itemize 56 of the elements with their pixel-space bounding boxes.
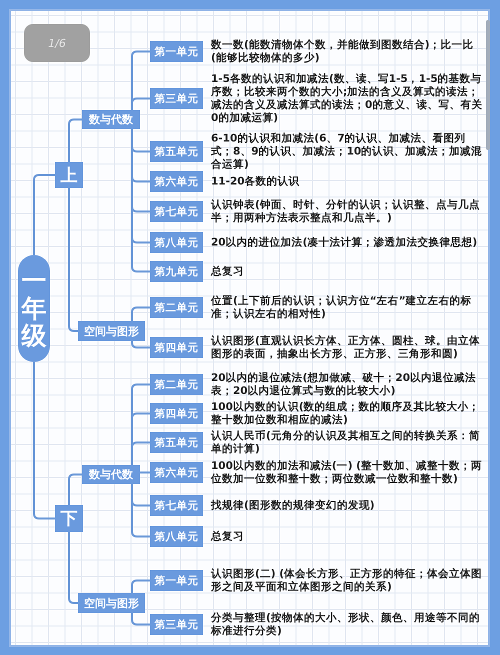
unit-box: 第四单元 — [150, 403, 203, 424]
connector-line — [131, 442, 150, 465]
unit-description: 6-10的认识和加减法(6、7的认识、加减法、看图列式；8、9的认识、加减法；10的认识、加减法；加减混合运算) — [211, 132, 483, 171]
unit-box: 第八单元 — [150, 526, 203, 547]
grade-pill — [18, 255, 50, 362]
unit-box: 第五单元 — [150, 141, 203, 162]
category-box: 空间与图形 — [78, 593, 145, 613]
unit-description: 11-20各数的认识 — [211, 175, 301, 188]
unit-description: 20以内的进位加法(凑十法计算；渗透加法交换律思想) — [211, 236, 478, 249]
unit-box: 第九单元 — [150, 261, 203, 282]
unit-box: 第七单元 — [150, 495, 203, 516]
unit-description: 认识图形(直观认识长方体、正方体、圆柱、球。由立体图形的表面，抽象出长方形、正方形、三角形和圆) — [211, 334, 481, 360]
connector-line — [68, 532, 78, 604]
unit-description: 1-5各数的认识和加减法(数、读、写1-5，1-5的基数与序数；比较来两个数的大小;加法的含义及算式的读法；减法的含义及减法算式的读法；0的意义、读、写、有关0的加减运算) — [211, 72, 483, 124]
semester-box: 下 — [55, 505, 83, 532]
category-box: 数与代数 — [82, 465, 140, 484]
unit-box: 第六单元 — [150, 462, 203, 483]
unit-box: 第八单元 — [150, 232, 203, 253]
unit-box: 第二单元 — [150, 374, 203, 395]
unit-description: 总复习 — [211, 265, 245, 278]
connector-line — [33, 362, 55, 520]
grade-label: 一年级 — [22, 267, 46, 350]
connector-line — [140, 472, 150, 474]
category-box: 空间与图形 — [78, 321, 145, 341]
connector-line — [131, 613, 150, 626]
unit-description: 认识钟表(钟面、时针、分针的认识；认识整、点与几点半；用两种方法表示整点和几点半。) — [211, 198, 481, 224]
unit-description: 总复习 — [211, 530, 245, 543]
unit-description: 数一数(能数清物体个数，并能做到图数结合)；比一比(能够比较物体的多少) — [211, 38, 475, 64]
connector-line — [131, 580, 150, 593]
connector-line — [131, 484, 150, 538]
unit-description: 100以内数的加法和减法(一) (整十数加、减整十数；两位数加一位数和整十数；两位数减一位数和整十数) — [211, 460, 483, 486]
unit-description: 100以内数的认识(数的组成；数的顺序及其比较大小；整十数加位数和相应的减法) — [211, 400, 481, 426]
page-number-badge: 1/6 — [24, 24, 90, 62]
unit-box: 第三单元 — [150, 88, 203, 109]
unit-description: 20以内的退位减法(想加做减、破十；20以内退位减法表；20以内退位算式与数的比较大小) — [211, 372, 478, 398]
unit-description: 找规律(图形数的规律变幻的发现) — [211, 499, 376, 512]
unit-description: 认识图形(二) (体会长方形、正方形的特征；体会立体图形之间及平面和立体图形之间的关系) — [211, 568, 483, 594]
unit-box: 第二单元 — [150, 297, 203, 318]
unit-box: 第三单元 — [150, 614, 203, 635]
unit-box: 第七单元 — [150, 201, 203, 222]
connector-line — [131, 129, 150, 272]
connector-line — [131, 341, 150, 348]
category-box: 数与代数 — [82, 110, 140, 129]
unit-box: 第一单元 — [150, 570, 203, 591]
unit-description: 位置(上下前后的认识；认识方位“左右”建立左右的标准；认识左右的相对性) — [211, 294, 473, 320]
unit-description: 分类与整理(按物体的大小、形状、颜色、用途等不同的标准进行分类) — [211, 612, 481, 638]
unit-box: 第四单元 — [150, 337, 203, 358]
connector-line — [33, 174, 55, 255]
unit-box: 第一单元 — [150, 41, 203, 62]
unit-box: 第五单元 — [150, 432, 203, 453]
connector-line — [131, 306, 150, 321]
semester-box: 上 — [55, 162, 83, 188]
connector-line — [68, 188, 78, 332]
connector-line — [131, 98, 150, 110]
unit-description: 认识人民币(元角分的认识及其相互之间的转换关系：简单的计算) — [211, 430, 481, 456]
unit-box: 第六单元 — [150, 171, 203, 192]
